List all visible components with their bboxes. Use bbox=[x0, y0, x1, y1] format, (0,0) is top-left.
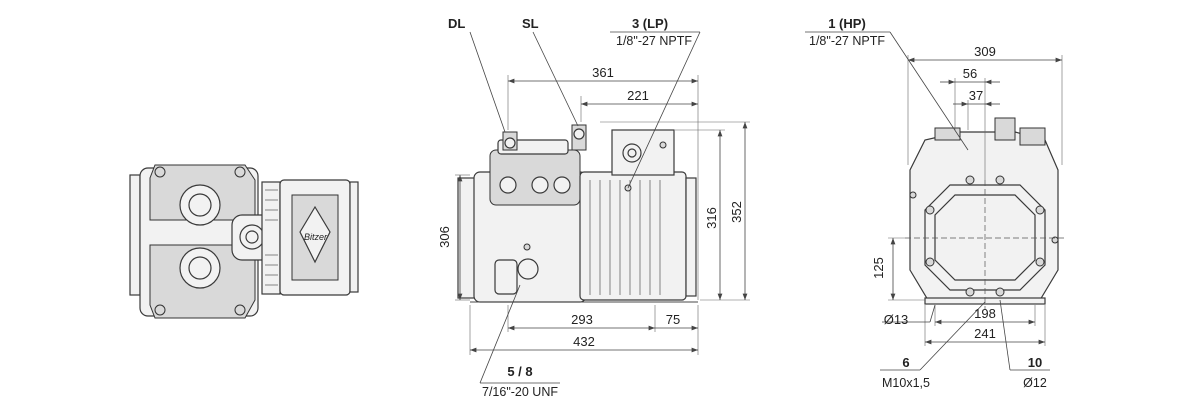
label-ground-thread: M10x1,5 bbox=[882, 376, 930, 390]
dim-75: 75 bbox=[666, 312, 680, 327]
dim-37: 37 bbox=[969, 88, 983, 103]
dim-241: 241 bbox=[974, 326, 996, 341]
dim-361: 361 bbox=[592, 65, 614, 80]
label-drain-title: 10 bbox=[1028, 355, 1042, 370]
dim-56: 56 bbox=[963, 66, 977, 81]
label-sl: SL bbox=[522, 16, 539, 31]
dim-352: 352 bbox=[729, 201, 744, 223]
label-oil-title: 5 / 8 bbox=[507, 364, 532, 379]
label-oil-thread: 7/16"-20 UNF bbox=[482, 385, 558, 399]
side-view-dimension-labels: 361 221 306 316 352 293 75 432 bbox=[437, 65, 744, 349]
svg-text:Bitzer: Bitzer bbox=[304, 232, 328, 242]
dim-125: 125 bbox=[871, 257, 886, 279]
dim-432: 432 bbox=[573, 334, 595, 349]
dim-309: 309 bbox=[974, 44, 996, 59]
dim-293: 293 bbox=[571, 312, 593, 327]
end-view bbox=[805, 31, 1065, 371]
dim-306: 306 bbox=[437, 226, 452, 248]
label-lp-title: 3 (LP) bbox=[632, 16, 668, 31]
label-lp-thread: 1/8"-27 NPTF bbox=[616, 34, 692, 48]
dim-221: 221 bbox=[627, 88, 649, 103]
side-view-callouts: DL SL 3 (LP) 1/8"-27 NPTF 5 / 8 7/16"-20… bbox=[448, 16, 692, 399]
label-dl: DL bbox=[448, 16, 465, 31]
end-view-dimension-labels: 309 56 37 125 Ø13 198 241 bbox=[871, 44, 996, 341]
label-hp-thread: 1/8"-27 NPTF bbox=[809, 34, 885, 48]
dim-198: 198 bbox=[974, 306, 996, 321]
top-view: Bitzer bbox=[129, 164, 359, 319]
label-hp-title: 1 (HP) bbox=[828, 16, 866, 31]
label-drain-thread: Ø12 bbox=[1023, 376, 1047, 390]
side-view bbox=[455, 31, 750, 384]
dim-hole: Ø13 bbox=[884, 312, 909, 327]
end-view-callouts: 1 (HP) 1/8"-27 NPTF 6 M10x1,5 10 Ø12 bbox=[809, 16, 1047, 390]
dim-316: 316 bbox=[704, 207, 719, 229]
label-ground-title: 6 bbox=[902, 355, 909, 370]
